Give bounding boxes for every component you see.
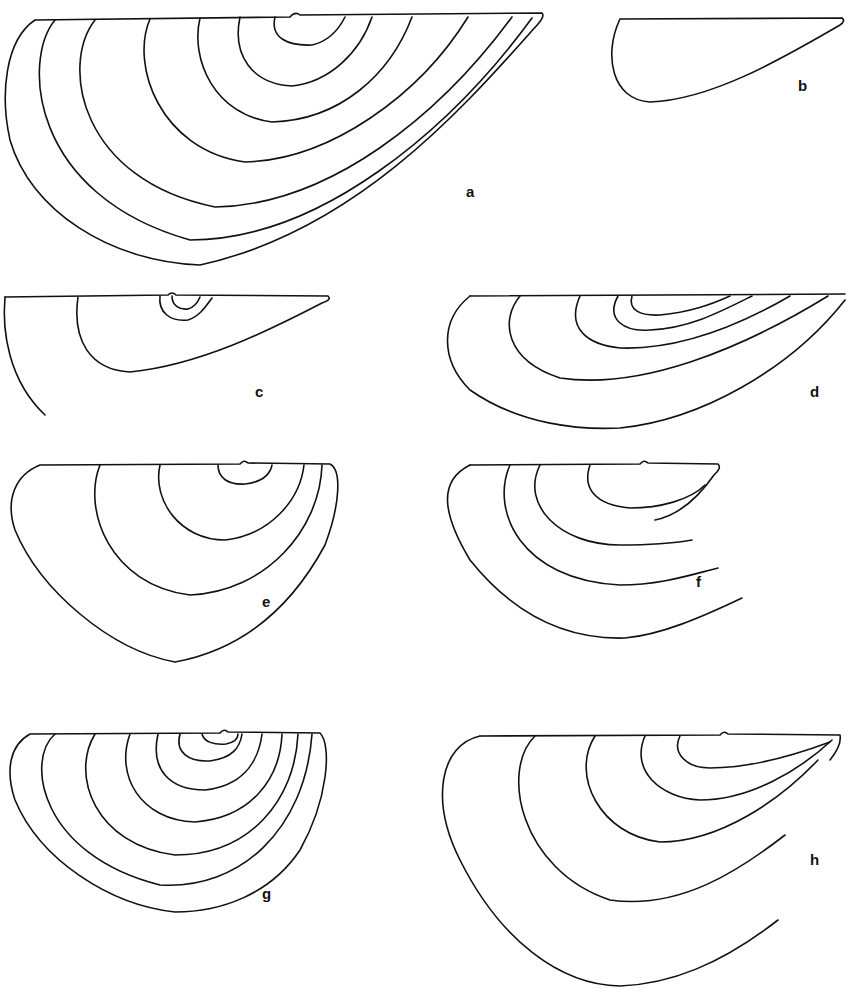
shell-c (4, 293, 329, 415)
shell-b (612, 18, 844, 102)
shell-e (11, 461, 338, 662)
shell-h (443, 732, 841, 986)
shell-g (10, 730, 326, 912)
figure-letter: g (262, 886, 271, 901)
figure-letter: c (255, 384, 263, 399)
figure-letter: d (810, 384, 819, 399)
shell-a (5, 13, 543, 265)
shell-f (448, 461, 743, 638)
figure-letter: a (466, 184, 474, 199)
figure-letter: f (696, 574, 701, 589)
figure-letter: b (798, 78, 807, 93)
shell-d (448, 294, 846, 428)
figure-letter: e (262, 594, 270, 609)
figure-letter: h (810, 852, 819, 867)
